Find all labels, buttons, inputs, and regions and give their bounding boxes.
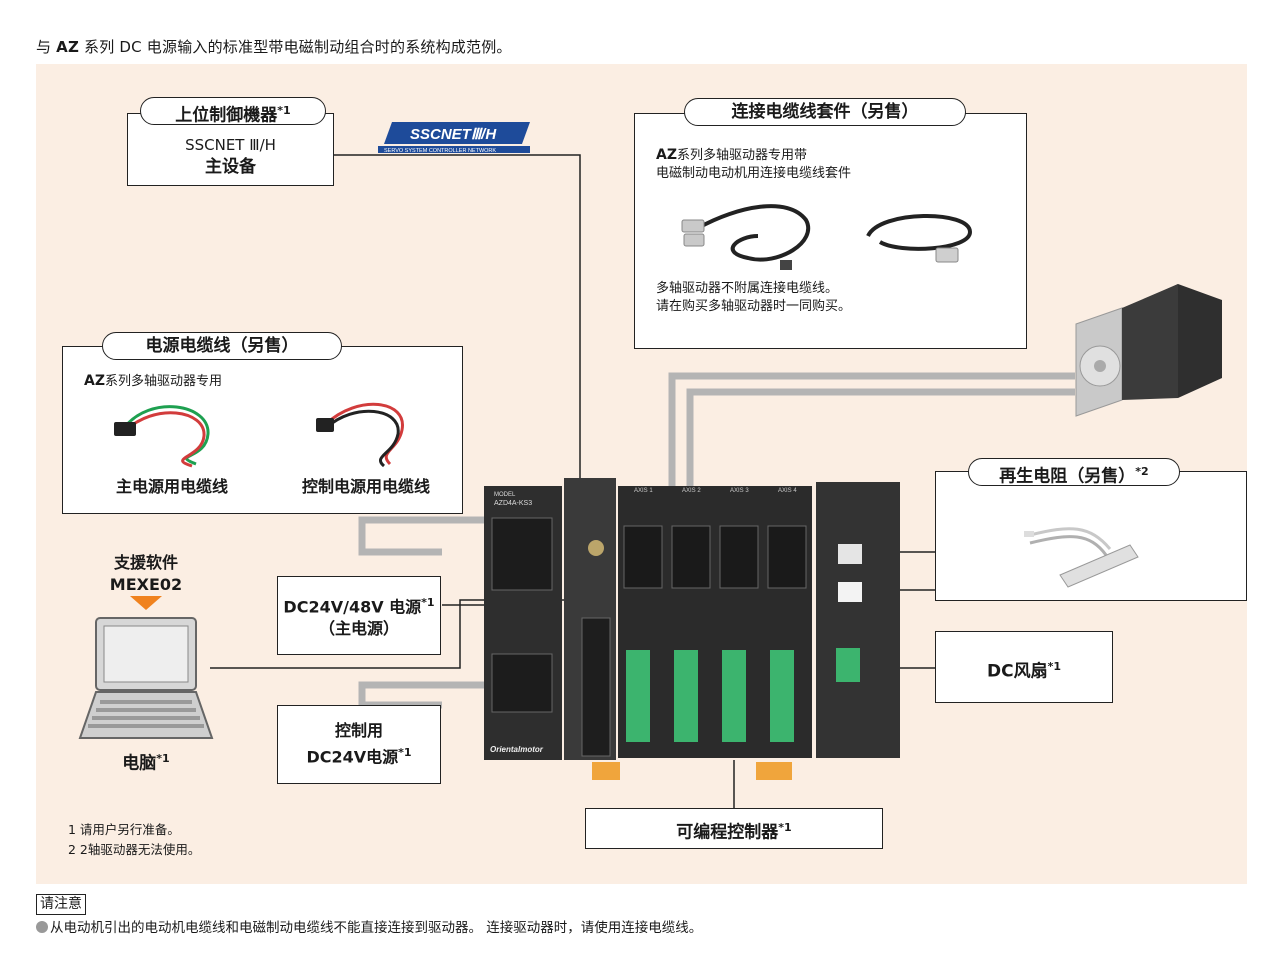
main-power-cable-label: 主电源用电缆线 <box>115 477 228 496</box>
power-cable-desc: AZ系列多轴驱动器专用 <box>84 373 223 389</box>
intro-text: 与 AZ 系列 DC 电源输入的标准型带电磁制动组合时的系统构成范例。 <box>36 38 512 56</box>
fan-box <box>935 631 1113 703</box>
regen-title: 再生电阻（另售）*2 <box>968 458 1180 487</box>
plc-box <box>585 808 883 849</box>
regen-box <box>935 471 1247 601</box>
ctrl-power-box <box>277 705 441 784</box>
cable-kit-note: 多轴驱动器不附属连接电缆线。请在购买多轴驱动器时一同购买。 <box>656 281 852 314</box>
fan-label: DC风扇*1 <box>987 660 1061 682</box>
plc-label: 可编程控制器*1 <box>676 821 792 843</box>
controller-box <box>127 113 334 186</box>
svg-text:AXIS 4: AXIS 4 <box>778 488 797 494</box>
caution-text: 从电动机引出的电动机电缆线和电磁制动电缆线不能直接连接到驱动器。 连接驱动器时，… <box>36 916 702 936</box>
svg-text:MODEL: MODEL <box>494 492 516 498</box>
controller-title: 上位制御機器*1 <box>140 97 326 126</box>
svg-text:SERVO SYSTEM CONTROLLER NETWOR: SERVO SYSTEM CONTROLLER NETWORK <box>384 148 496 154</box>
controller-text: SSCNET Ⅲ/H 主设备 <box>185 136 276 177</box>
footnotes: 1 请用户另行准备。 2 2轴驱动器无法使用。 <box>68 822 201 857</box>
cable-kit-image-1 <box>678 196 818 278</box>
cable-kit-desc: AZ系列多轴驱动器专用带电磁制动电动机用连接电缆线套件 <box>656 147 852 181</box>
main-power-box <box>277 576 441 655</box>
power-cable-title: 电源电缆线（另售） <box>102 332 342 360</box>
svg-text:AXIS 3: AXIS 3 <box>730 488 749 494</box>
control-power-cable-label: 控制电源用电缆线 <box>301 477 430 496</box>
bullet-icon <box>36 921 48 933</box>
pc-label: 电脑*1 <box>122 752 170 774</box>
svg-text:Orientalmotor: Orientalmotor <box>490 745 544 754</box>
svg-text:AXIS 1: AXIS 1 <box>634 488 653 494</box>
svg-text:AZD4A-KS3: AZD4A-KS3 <box>494 500 532 507</box>
control-power-cable-image <box>308 394 418 472</box>
laptop-image <box>78 614 214 750</box>
motor-image <box>1068 280 1228 424</box>
main-power-label: DC24V/48V 电源*1 （主电源） <box>283 596 435 639</box>
svg-text:SSCNETⅢ/H: SSCNETⅢ/H <box>410 126 497 143</box>
regen-resistor-image <box>1020 505 1144 593</box>
main-power-cable-image <box>110 394 220 472</box>
multi-axis-driver: MODEL AZD4A-KS3 Orientalmotor AXIS 1 AXI… <box>484 478 902 788</box>
ctrl-power-label: 控制用 DC24V电源*1 <box>306 721 412 767</box>
cable-kit-title: 连接电缆线套件（另售） <box>684 98 966 126</box>
caution-tag: 请注意 <box>36 894 86 915</box>
svg-text:AXIS 2: AXIS 2 <box>682 488 701 494</box>
down-arrow-icon <box>130 596 162 610</box>
sscnet-logo: SSCNETⅢ/H SERVO SYSTEM CONTROLLER NETWOR… <box>378 120 530 158</box>
cable-kit-image-2 <box>860 206 980 274</box>
